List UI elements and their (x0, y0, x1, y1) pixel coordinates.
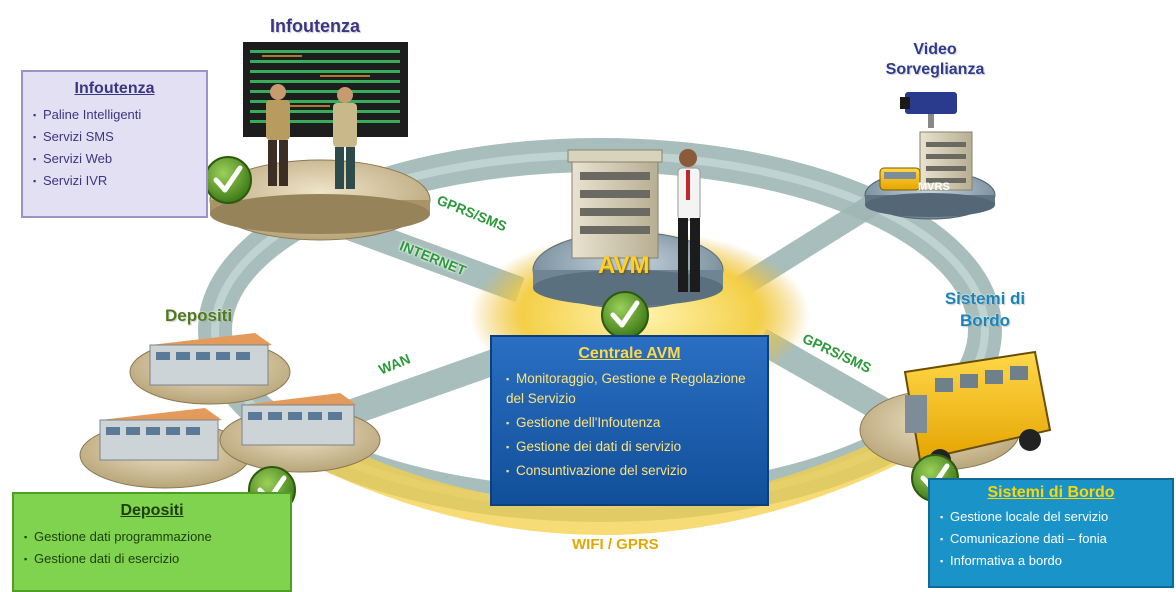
depot-building-1 (149, 333, 272, 386)
mvrs-building (919, 131, 973, 191)
depositi-box-title: Depositi (120, 502, 184, 519)
security-camera (900, 92, 957, 128)
infoutenza-node-title: Infoutenza (270, 16, 360, 36)
bordo-info-box: Sistemi di Bordo Gestione locale del ser… (928, 478, 1174, 588)
bordo-box-title: Sistemi di Bordo (987, 484, 1115, 501)
list-item: Comunicazione dati – fonia (940, 528, 1162, 550)
infoutenza-people-figures (266, 84, 357, 189)
depot-building-2 (99, 408, 222, 461)
mvrs-label: MVRS (918, 181, 950, 193)
infoutenza-box-list: Paline Intelligenti Servizi SMS Servizi … (33, 104, 196, 192)
bordo-box-list: Gestione locale del servizio Comunicazio… (940, 506, 1162, 572)
list-item: Gestione dell'Infoutenza (506, 413, 753, 433)
depot-building-3 (241, 393, 357, 446)
mvrs-bus-figure (879, 167, 921, 191)
depositi-box-list: Gestione dati programmazione Gestione da… (24, 526, 280, 570)
check-icon-infoutenza (204, 156, 252, 204)
avm-operator-figure (677, 149, 701, 292)
list-item: Gestione locale del servizio (940, 506, 1162, 528)
list-item: Gestione dati di esercizio (24, 548, 280, 570)
bordo-node-title: Sistemi di Bordo (920, 288, 1050, 332)
infoutenza-box-title: Infoutenza (74, 80, 155, 97)
list-item: Servizi SMS (33, 126, 196, 148)
avm-building (567, 149, 663, 259)
list-item: Consuntivazione del servizio (506, 461, 753, 481)
depositi-info-box: Depositi Gestione dati programmazione Ge… (12, 492, 292, 592)
list-item: Servizi IVR (33, 170, 196, 192)
video-node-title-line2: Sorveglianza (885, 61, 985, 78)
list-item: Servizi Web (33, 148, 196, 170)
wifi-band (252, 406, 958, 535)
list-item: Monitoraggio, Gestione e Regolazione del… (506, 369, 753, 409)
centrale-box-title: Centrale AVM (578, 345, 681, 362)
avm-platform-bottom (533, 270, 723, 306)
infoutenza-platform-bottom (210, 194, 430, 234)
list-item: Gestione dati programmazione (24, 526, 280, 548)
bordo-node-title-line2: Bordo (959, 311, 1011, 330)
link-label-wifi-gprs: WIFI / GPRS (572, 536, 659, 553)
infoutenza-info-box: Infoutenza Paline Intelligenti Servizi S… (21, 70, 208, 218)
bordo-node-title-line1: Sistemi di (944, 289, 1026, 308)
centrale-avm-info-box: Centrale AVM Monitoraggio, Gestione e Re… (490, 335, 769, 506)
video-platform-bottom (865, 193, 995, 217)
video-node-title: Video Sorveglianza (870, 40, 1000, 80)
depositi-node-title: Depositi (165, 306, 233, 325)
list-item: Informativa a bordo (940, 550, 1162, 572)
avm-label: AVM (598, 252, 650, 279)
list-item: Gestione dei dati di servizio (506, 437, 753, 457)
list-item: Paline Intelligenti (33, 104, 196, 126)
video-node-title-line1: Video (913, 41, 957, 58)
check-icon-avm (601, 291, 649, 339)
centrale-box-list: Monitoraggio, Gestione e Regolazione del… (506, 369, 753, 481)
spoke-depositi (325, 347, 505, 433)
